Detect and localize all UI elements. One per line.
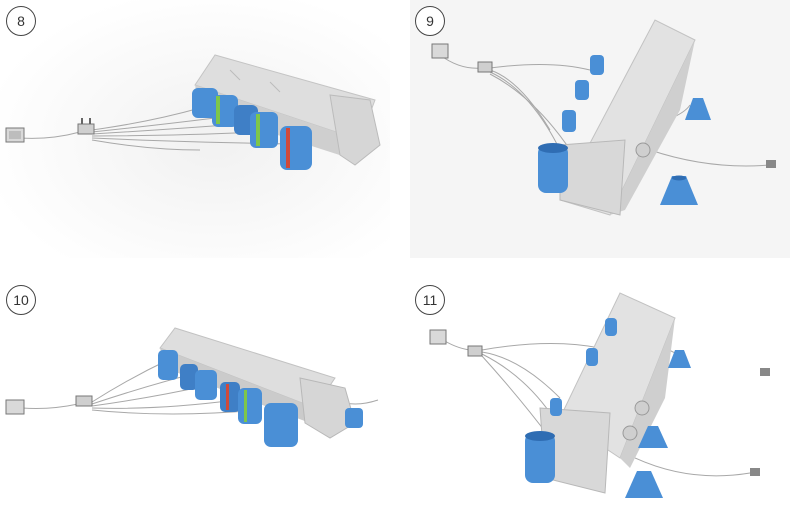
step-panel-8: 8: [0, 0, 390, 258]
step-number-badge: 10: [6, 285, 36, 315]
step-number-badge: 11: [415, 285, 445, 315]
conical-bag-icon: [660, 98, 711, 205]
step-panel-9: 9: [410, 0, 790, 258]
control-valve-icon: [467, 345, 483, 357]
step-number-badge: 8: [6, 6, 36, 36]
step-9-illustration: [410, 0, 790, 258]
step-panel-10: 10: [0, 268, 390, 523]
compressor-unit-icon: [431, 43, 449, 59]
control-valve-icon: [77, 118, 95, 135]
overturned-truck-icon: [559, 19, 696, 216]
step-10-illustration: [0, 268, 390, 523]
air-lifting-bag-icon: [192, 88, 312, 170]
step-11-illustration: [410, 268, 790, 523]
compressor-unit-icon: [5, 399, 25, 415]
step-number-badge: 9: [415, 6, 445, 36]
compressor-unit-icon: [429, 329, 447, 345]
overturned-truck-icon: [539, 292, 676, 494]
conical-bag-icon: [625, 350, 691, 498]
air-lifting-bag-icon: [158, 350, 363, 447]
control-valve-icon: [477, 61, 493, 73]
step-panel-11: 11: [410, 268, 790, 523]
air-lifting-bag-icon: [538, 55, 604, 193]
hose-lines: [439, 54, 771, 167]
compressor-unit-icon: [5, 127, 25, 143]
control-valve-icon: [75, 395, 93, 407]
air-lifting-bag-icon: [525, 318, 617, 483]
step-8-illustration: [0, 0, 390, 258]
